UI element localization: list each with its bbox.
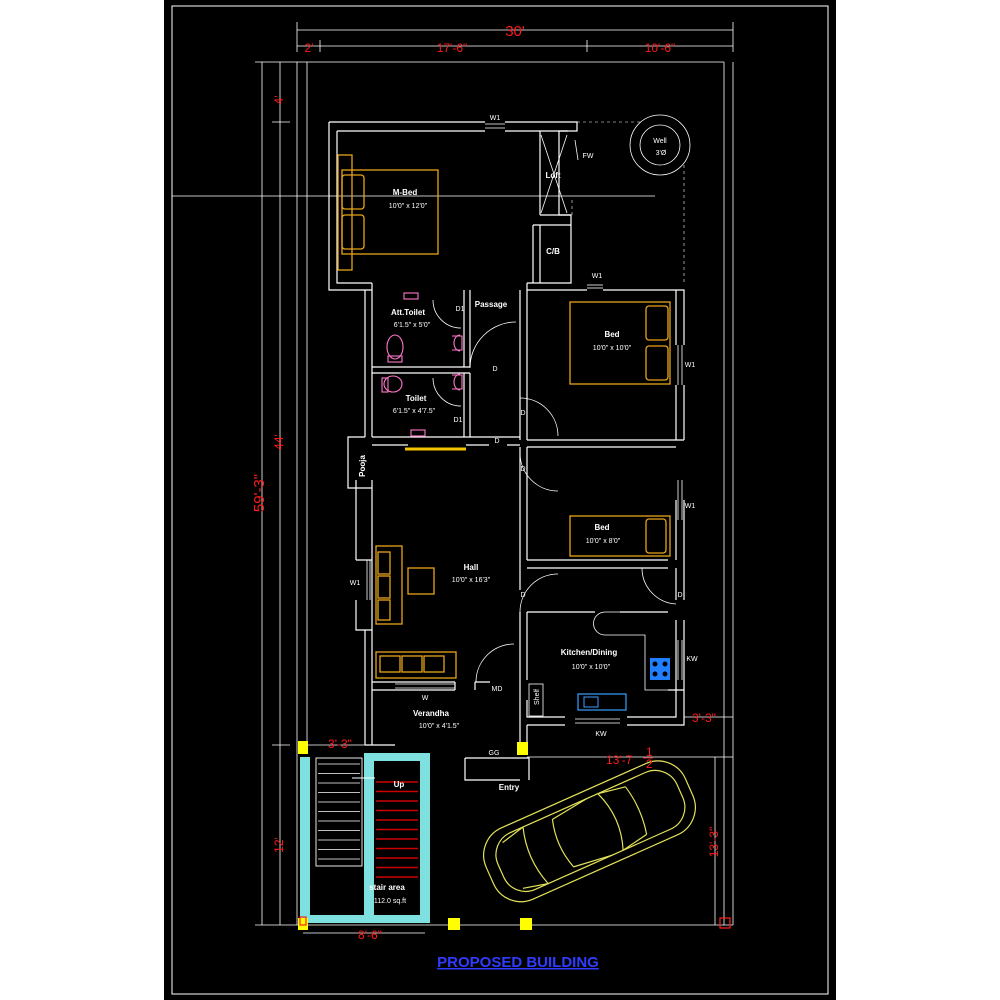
tag-w1-mbed: W1: [490, 115, 501, 122]
dim-stair-offset: 3'-3": [328, 737, 352, 751]
columns: [298, 741, 731, 930]
well-name: Well: [653, 138, 667, 145]
tag-kw-bottom: KW: [595, 731, 607, 738]
passage-label: Passage: [475, 300, 508, 309]
toilet-name: Toilet: [406, 394, 427, 403]
kitchen-name: Kitchen/Dining: [561, 648, 618, 657]
stair-treads: [318, 763, 418, 878]
dim-right-offset: 3'-3": [692, 711, 716, 725]
tag-w1-hall: W1: [350, 580, 361, 587]
dim-building-depth: 44': [272, 434, 286, 450]
toilet-fittings: [381, 373, 463, 437]
verandha-size: 10'0" x 4'1.5": [419, 723, 460, 730]
kitchen-counter: [528, 611, 670, 717]
kitchen-size: 10'0" x 10'0": [572, 664, 611, 671]
dim-parking-frac-num: 1: [646, 745, 653, 759]
sheet-border: [171, 5, 829, 995]
dim-overall-width: 30': [505, 23, 525, 40]
tag-w1-bed1: W1: [685, 362, 696, 369]
dim-seg-mid: 17'-6": [437, 41, 468, 55]
stove-icon: [650, 658, 670, 680]
sink-icon: [577, 693, 627, 711]
entry-label: Entry: [499, 783, 520, 792]
loft-label: Loft: [545, 171, 560, 180]
verandha-name: Verandha: [413, 709, 450, 718]
stair-up-label: Up: [394, 780, 405, 789]
tag-d-bed1: D: [520, 410, 525, 417]
toilet-size: 6'1.5" x 4'7.5": [393, 408, 436, 415]
plot-boundary: [296, 61, 734, 926]
tag-w1-bed2: W1: [685, 503, 696, 510]
dim-rear: 12': [272, 837, 286, 853]
well-inner-ring: [639, 124, 681, 166]
dim-parking-frac-den: 2: [646, 757, 653, 771]
hall-sofa-bottom: [375, 651, 457, 679]
loft-and-well: [540, 114, 691, 283]
tag-fw: FW: [583, 153, 594, 160]
att-toilet-size: 6'1.5" x 5'0": [394, 322, 431, 329]
dim-overall-depth: 59'-3": [251, 474, 268, 512]
bed1-size: 10'0" x 10'0": [593, 345, 632, 352]
bed2-size: 10'0" x 8'0": [586, 538, 621, 545]
tag-d-bed2: D: [520, 466, 525, 473]
well-outer-ring: [629, 114, 691, 176]
door-swings: [432, 299, 677, 683]
tag-d-hall: D: [494, 438, 499, 445]
dim-parking-depth: 13'-3": [707, 827, 721, 858]
tag-d1-att: D1: [456, 306, 465, 313]
car-icon: [483, 760, 696, 903]
dim-front-setback: 4': [272, 96, 286, 105]
att-toilet-fittings: [386, 292, 463, 363]
att-toilet-name: Att.Toilet: [391, 308, 425, 317]
dim-stair-width: 8'-6": [358, 928, 382, 942]
tag-w-verandha: W: [422, 695, 429, 702]
master-bed: [337, 154, 439, 271]
top-dimensions: 30' 2' 17'-6" 10'-6": [296, 22, 734, 55]
mbed-size: 10'0" x 12'0": [389, 203, 428, 210]
tag-d-kitchen-right: D: [677, 592, 682, 599]
stair-area-size: 112.0 sq.ft: [374, 898, 406, 905]
bed-1: [569, 301, 671, 385]
tag-d1-toilet: D1: [454, 417, 463, 424]
bed1-name: Bed: [604, 330, 619, 339]
dim-parking-width: 13'-7: [606, 753, 633, 767]
tag-d-passage: D: [492, 366, 497, 373]
center-table: [407, 567, 435, 595]
building-walls: [328, 121, 685, 781]
bed2-name: Bed: [594, 523, 609, 532]
tag-kw-side: KW: [686, 656, 698, 663]
tag-w1-bed1-top: W1: [592, 273, 603, 280]
pooja-label: Pooja: [358, 455, 367, 477]
cb-label: C/B: [546, 247, 560, 256]
drawing-title: PROPOSED BUILDING: [437, 954, 599, 971]
tag-gg: GG: [489, 750, 500, 757]
tag-md: MD: [492, 686, 503, 693]
dim-seg-left: 2': [305, 41, 314, 55]
stair-area: [300, 753, 430, 923]
well-size: 3'Ø: [656, 150, 667, 157]
stair-dimensions: 3'-3" 8'-6": [303, 737, 425, 942]
hall-sofa-left: [375, 545, 403, 625]
windows: [366, 123, 683, 724]
left-dimensions: 59'-3" 4' 44' 12': [251, 61, 297, 926]
mbed-name: M-Bed: [393, 188, 418, 197]
bed-2: [569, 515, 671, 557]
tag-d-kitchen: D: [520, 592, 525, 599]
dim-seg-right: 10'-6": [645, 41, 676, 55]
shelf-label: Shelf: [534, 689, 541, 705]
hall-name: Hall: [464, 563, 479, 572]
hall-size: 10'0" x 16'3": [452, 577, 491, 584]
right-dimensions: 3'-3" 13'-7 1 2 13'-3": [527, 711, 733, 925]
stair-area-name: stair area: [369, 883, 405, 892]
